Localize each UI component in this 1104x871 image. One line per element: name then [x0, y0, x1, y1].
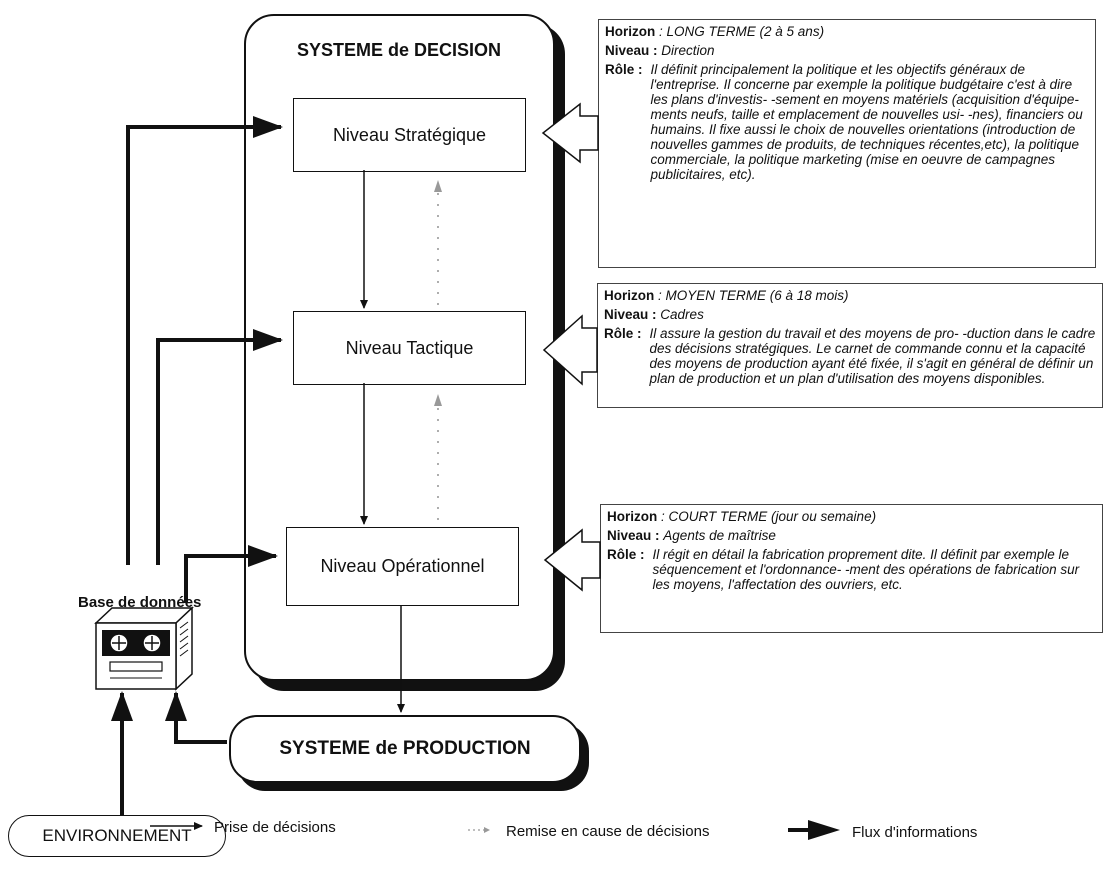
info-box-short-term: Horizon : COURT TERME (jour ou semaine) …: [600, 504, 1103, 633]
role-label: Rôle :: [604, 326, 642, 341]
database-icon: [94, 606, 194, 691]
horizon-value: : COURT TERME (jour ou semaine): [661, 509, 877, 524]
info-box-medium-term: Horizon : MOYEN TERME (6 à 18 mois) Nive…: [597, 283, 1103, 408]
horizon-label: Horizon: [607, 509, 658, 524]
role-label: Rôle :: [605, 62, 643, 77]
niveau-label: Niveau :: [605, 43, 658, 58]
role-text: Il régit en détail la fabrication propre…: [652, 547, 1080, 592]
level-strategic: Niveau Stratégique: [293, 98, 526, 172]
horizon-value: : MOYEN TERME (6 à 18 mois): [658, 288, 849, 303]
production-system: SYSTEME de PRODUCTION: [229, 715, 581, 783]
niveau-label: Niveau :: [607, 528, 660, 543]
legend-info-flow-label: Flux d'informations: [852, 824, 978, 841]
level-tactical: Niveau Tactique: [293, 311, 526, 385]
niveau-value: Direction: [661, 43, 715, 58]
environment: ENVIRONNEMENT: [8, 815, 226, 857]
legend-questioning-label: Remise en cause de décisions: [506, 823, 710, 840]
horizon-value: : LONG TERME (2 à 5 ans): [659, 24, 825, 39]
niveau-value: Cadres: [660, 307, 704, 322]
role-text: Il définit principalement la politique e…: [650, 62, 1083, 182]
niveau-label: Niveau :: [604, 307, 657, 322]
level-operational: Niveau Opérationnel: [286, 527, 519, 606]
horizon-label: Horizon: [605, 24, 656, 39]
decision-system-title: SYSTEME de DECISION: [297, 40, 502, 60]
horizon-label: Horizon: [604, 288, 655, 303]
info-box-long-term: Horizon : LONG TERME (2 à 5 ans) Niveau …: [598, 19, 1096, 268]
role-text: Il assure la gestion du travail et des m…: [649, 326, 1096, 386]
legend-decision-label: Prise de décisions: [214, 819, 336, 836]
niveau-value: Agents de maîtrise: [663, 528, 776, 543]
database-label: Base de données: [78, 594, 202, 611]
role-label: Rôle :: [607, 547, 645, 562]
